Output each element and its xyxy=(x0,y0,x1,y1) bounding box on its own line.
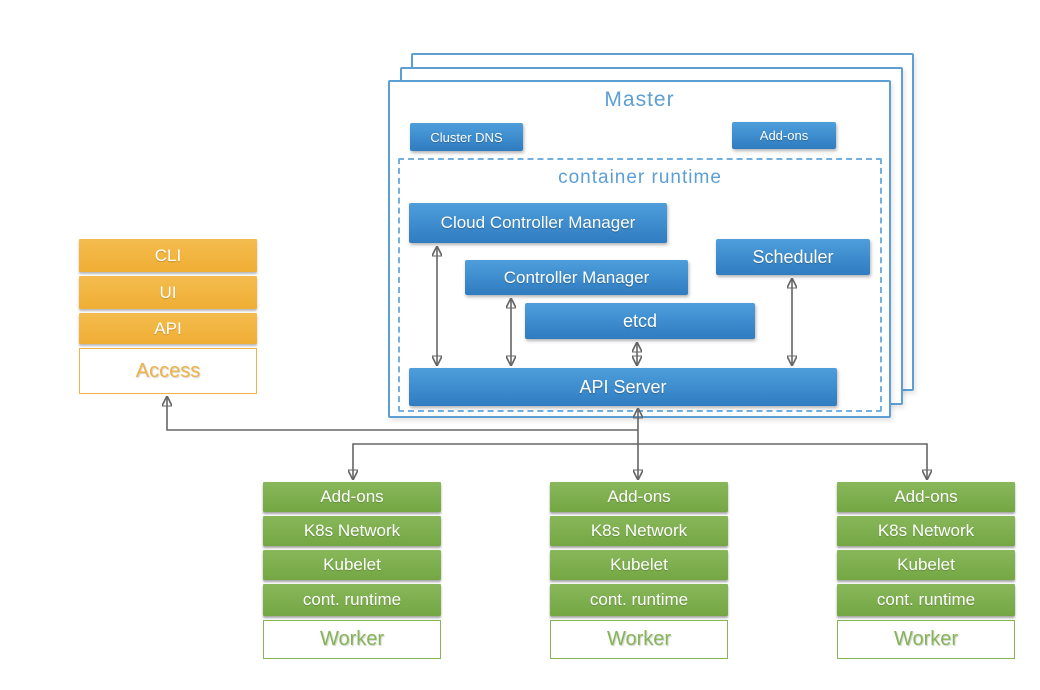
controller-manager-box: Controller Manager xyxy=(465,260,688,295)
container-runtime-title: container runtime xyxy=(558,167,722,188)
cloud-controller-manager-box: Cloud Controller Manager xyxy=(409,203,667,243)
cli-box: CLI xyxy=(79,239,257,272)
worker3-cont-runtime-box: cont. runtime xyxy=(837,584,1015,616)
worker1-addons-box: Add-ons xyxy=(263,482,441,512)
scheduler-box: Scheduler xyxy=(716,239,870,275)
arrow-api-server-worker1-worker3 xyxy=(353,443,927,478)
master-title: Master xyxy=(604,88,675,111)
worker2-kubelet-box: Kubelet xyxy=(550,550,728,580)
worker1-kubelet-box: Kubelet xyxy=(263,550,441,580)
worker1-k8s-network-box: K8s Network xyxy=(263,516,441,546)
worker3-addons-box: Add-ons xyxy=(837,482,1015,512)
worker2-base-box: Worker xyxy=(550,620,728,659)
access-box: Access xyxy=(79,348,257,394)
etcd-box: etcd xyxy=(525,303,755,339)
ui-box: UI xyxy=(79,276,257,309)
api-server-box: API Server xyxy=(409,368,837,406)
api-box: API xyxy=(79,313,257,344)
worker2-addons-box: Add-ons xyxy=(550,482,728,512)
worker1-base-box: Worker xyxy=(263,620,441,659)
worker2-k8s-network-box: K8s Network xyxy=(550,516,728,546)
worker3-kubelet-box: Kubelet xyxy=(837,550,1015,580)
master-addons-box: Add-ons xyxy=(732,122,836,149)
worker1-cont-runtime-box: cont. runtime xyxy=(263,584,441,616)
worker2-cont-runtime-box: cont. runtime xyxy=(550,584,728,616)
worker3-k8s-network-box: K8s Network xyxy=(837,516,1015,546)
worker3-base-box: Worker xyxy=(837,620,1015,659)
cluster-dns-box: Cluster DNS xyxy=(410,123,523,151)
